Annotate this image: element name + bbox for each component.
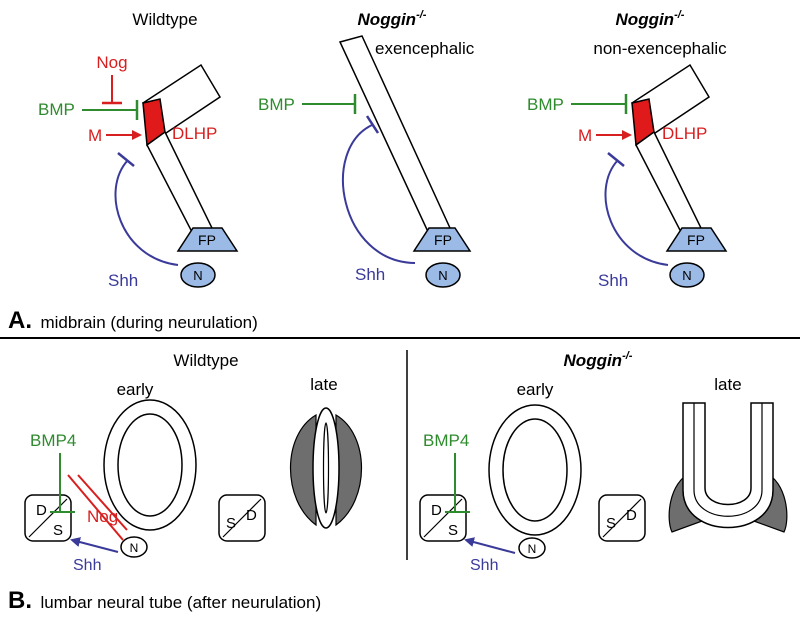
floor-plate: [665, 227, 728, 252]
notochord: [518, 537, 546, 559]
neural-tube-open-inner: [693, 403, 763, 517]
bmp4-label: BMP4: [30, 431, 76, 450]
somite-diagonal: [222, 498, 262, 538]
bmp4-label: BMP4: [423, 431, 469, 450]
noggin-superscript: -/-: [622, 350, 633, 362]
nog-label: Nog: [96, 53, 127, 72]
m-label: M: [88, 126, 102, 145]
n-label: N: [130, 541, 139, 555]
neural-plate-lower: [635, 130, 703, 235]
shh-label: Shh: [108, 271, 138, 290]
shh-label: Shh: [598, 271, 628, 290]
caption-a-letter: A.: [8, 307, 32, 334]
caption-b: B. lumbar neural tube (after neurulation…: [8, 587, 321, 614]
shh-label: Shh: [355, 265, 385, 284]
shh-label: Shh: [470, 557, 498, 574]
noggin-word: Noggin: [358, 10, 417, 29]
shh-arrow: [70, 537, 119, 553]
caption-a-text: midbrain (during neurulation): [40, 313, 257, 332]
exencephalic-label: exencephalic: [375, 39, 475, 58]
shh-inhibit-bar: [117, 152, 135, 167]
wildtype-midbrain-diagram: FP N Nog BMP M DLHP Shh: [38, 53, 239, 290]
s-label: S: [606, 515, 616, 532]
bmp-label: BMP: [527, 95, 564, 114]
bmp-label: BMP: [258, 95, 295, 114]
n-label: N: [528, 542, 537, 556]
n-label: N: [193, 268, 202, 283]
noggin-word: Noggin: [564, 351, 623, 370]
noggin-non-exencephalic-diagram: FP N BMP M DLHP Shh: [527, 63, 728, 290]
s-label: S: [226, 515, 236, 532]
shh-arrow: [464, 537, 516, 554]
d-label: D: [431, 502, 442, 519]
noggin-late-diagram: late: [668, 375, 788, 533]
dorsal-root-ganglion-left: [290, 413, 317, 527]
n-label: N: [682, 268, 691, 283]
noggin-title-exencephalic: Noggin-/-: [358, 9, 427, 29]
late-label: late: [714, 375, 741, 394]
d-label: D: [36, 502, 47, 519]
caption-b-text: lumbar neural tube (after neurulation): [40, 593, 321, 612]
s-label: S: [448, 522, 458, 539]
wildtype-late-diagram: late: [290, 375, 362, 529]
neural-tube-inner: [117, 413, 183, 517]
caption-b-letter: B.: [8, 587, 32, 614]
dorsal-root-ganglion-right: [335, 413, 362, 527]
notochord: [120, 536, 148, 558]
neural-tube-open: [682, 402, 774, 529]
late-label: late: [310, 375, 337, 394]
caption-a: A. midbrain (during neurulation): [8, 307, 258, 334]
nog-label: Nog: [87, 507, 118, 526]
shh-inhibit-curve: [604, 159, 669, 266]
s-label: S: [53, 522, 63, 539]
d-label: D: [626, 507, 637, 524]
fp-label: FP: [198, 232, 216, 248]
nog-line-2: [77, 474, 128, 531]
fp-label: FP: [434, 232, 452, 248]
shh-inhibit-curve: [341, 124, 416, 264]
noggin-title-non-exencephalic: Noggin-/-: [616, 9, 685, 29]
non-exencephalic-label: non-exencephalic: [593, 39, 727, 58]
m-label: M: [578, 126, 592, 145]
floor-plate: [412, 227, 472, 252]
noggin-title-b: Noggin-/-: [564, 350, 633, 370]
early-label: early: [117, 380, 154, 399]
noggin-early-diagram: early D S S D BMP4 N Shh: [419, 380, 646, 574]
neural-plate-straight: [338, 35, 452, 235]
d-label: D: [246, 507, 257, 524]
noggin-superscript: -/-: [416, 9, 427, 21]
noggin-word: Noggin: [616, 10, 675, 29]
notochord: [669, 262, 705, 288]
neural-tube-inner: [502, 418, 568, 522]
dlhp-label: DLHP: [662, 124, 707, 143]
noggin-exencephalic-diagram: FP N BMP Shh: [258, 35, 472, 288]
wildtype-title-a: Wildtype: [132, 10, 197, 29]
shh-inhibit-curve: [114, 159, 179, 266]
notochord: [180, 262, 216, 288]
wildtype-title-b: Wildtype: [173, 351, 238, 370]
noggin-superscript: -/-: [674, 9, 685, 21]
neural-tube-lumen: [322, 422, 330, 514]
notochord: [425, 262, 461, 288]
early-label: early: [517, 380, 554, 399]
wildtype-early-diagram: early D S S D BMP4 Nog N Shh: [24, 380, 266, 574]
neural-plate-lower: [146, 130, 214, 235]
shh-inhibit-bar: [365, 115, 380, 134]
bmp-label: BMP: [38, 100, 75, 119]
fp-label: FP: [687, 232, 705, 248]
somite-diagonal: [602, 498, 642, 538]
nog-line-1: [67, 474, 124, 541]
n-label: N: [438, 268, 447, 283]
shh-label: Shh: [73, 557, 101, 574]
floor-plate: [176, 227, 239, 252]
shh-inhibit-bar: [607, 152, 625, 167]
dlhp-label: DLHP: [172, 124, 217, 143]
